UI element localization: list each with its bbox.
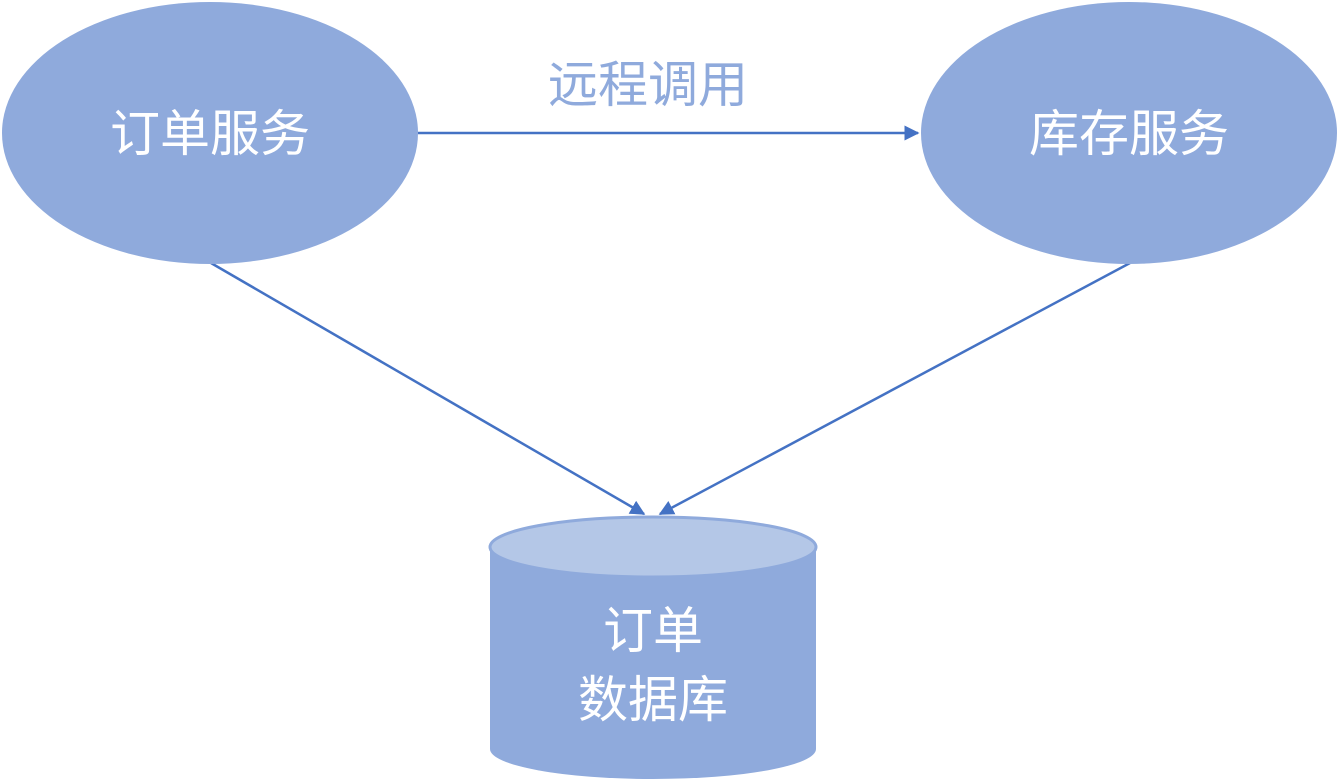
inventory-service-label: 库存服务 (1029, 105, 1229, 163)
inventory-service-node[interactable]: 库存服务 (921, 2, 1337, 264)
order-database-label-line1: 订单 (603, 602, 703, 660)
order-service-label: 订单服务 (110, 105, 310, 163)
inventory-to-database-arrow (658, 261, 1131, 516)
order-service-node[interactable]: 订单服务 (2, 2, 418, 264)
inventory-service-ellipse (921, 2, 1337, 264)
database-cylinder-top (488, 515, 818, 579)
database-cylinder-body (490, 547, 816, 779)
order-database-node[interactable]: 订单 数据库 (488, 515, 818, 779)
order-to-database-arrow (210, 261, 646, 516)
order-database-label-line2: 数据库 (578, 671, 728, 729)
remote-call-label: 远程调用 (548, 56, 748, 114)
order-service-ellipse (2, 2, 418, 264)
